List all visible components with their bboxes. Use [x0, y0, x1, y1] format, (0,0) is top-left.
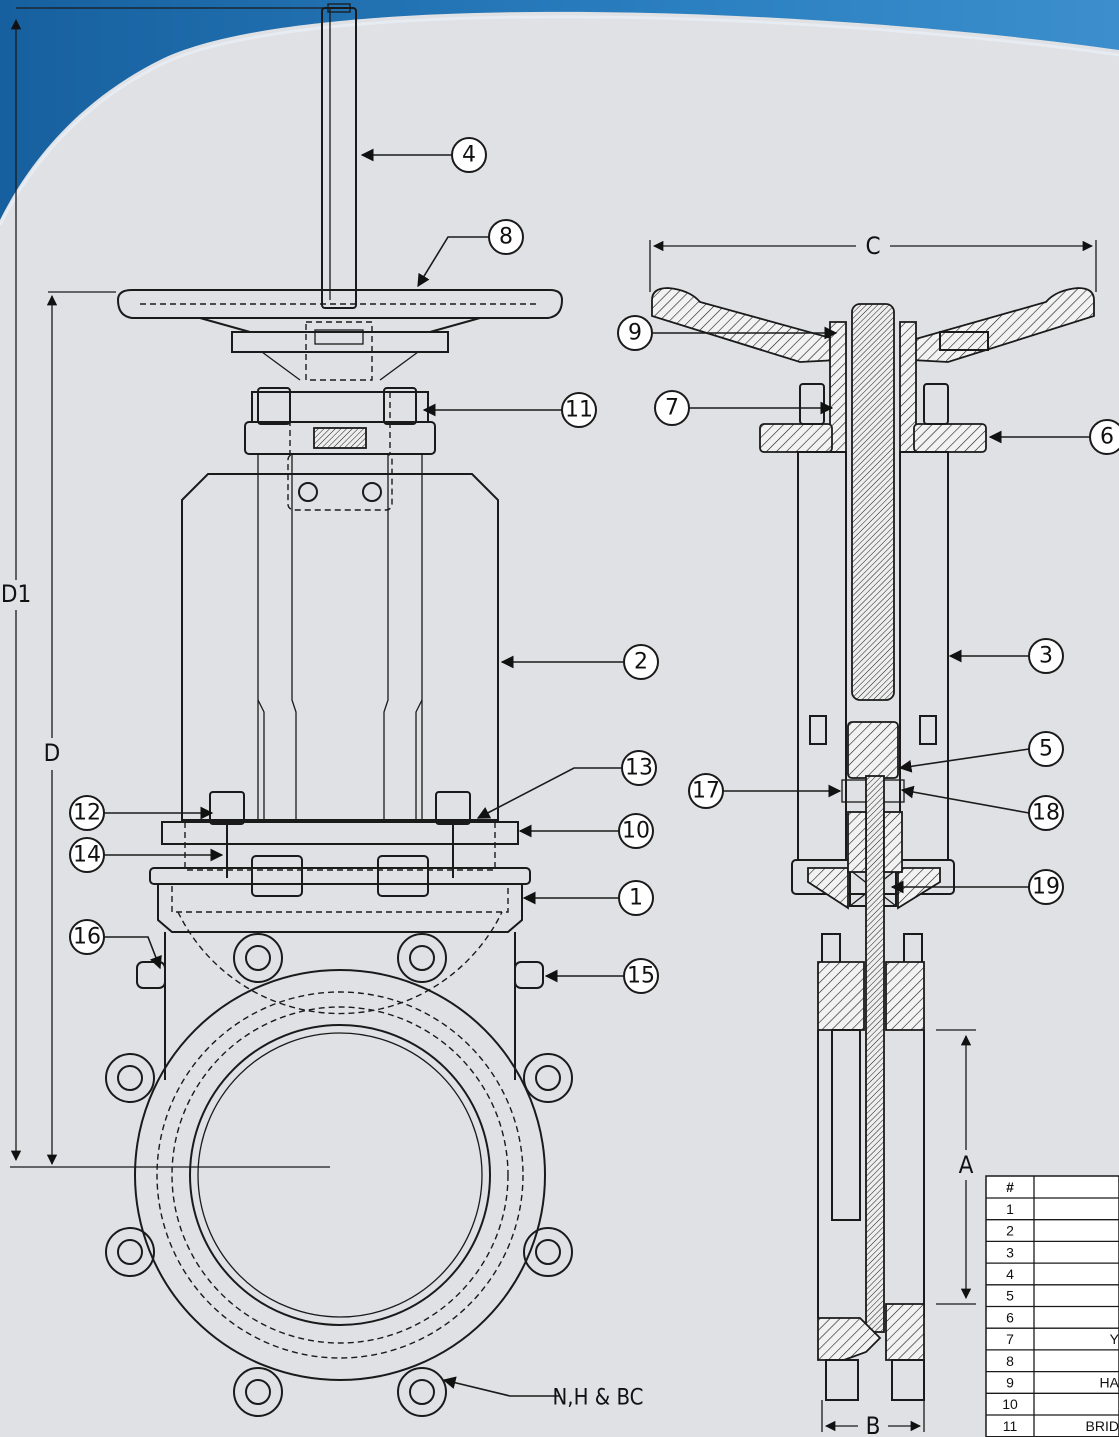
- gate: [865, 775, 885, 1333]
- dim-label-B: B: [866, 1412, 881, 1437]
- yoke: [181, 473, 499, 821]
- table-cell-name: BRID: [1086, 1418, 1119, 1434]
- callout-7: 7: [654, 390, 834, 426]
- callout-18: 18: [900, 785, 1064, 831]
- svg-text:13: 13: [625, 756, 653, 781]
- leader-nhbc: N,H & BC: [442, 1376, 644, 1411]
- svg-text:16: 16: [73, 925, 101, 950]
- svg-text:1: 1: [629, 886, 643, 911]
- table-header-num: #: [1006, 1179, 1014, 1195]
- table-cell-num: 6: [1006, 1309, 1014, 1325]
- callout-17: 17: [688, 773, 842, 809]
- callout-15: 15: [544, 958, 659, 994]
- callout-16: 16: [69, 919, 162, 970]
- dimension-D: D: [10, 291, 330, 1168]
- svg-text:14: 14: [73, 843, 101, 868]
- dimension-D1: D1: [1, 7, 330, 1162]
- callout-14: 14: [69, 837, 224, 873]
- table-cell-name: Y: [1110, 1331, 1119, 1347]
- table-cell-num: 3: [1006, 1244, 1014, 1260]
- table-cell-num: 7: [1006, 1331, 1014, 1347]
- dim-label-D: D: [44, 739, 61, 767]
- front-view: [105, 3, 573, 1417]
- svg-text:18: 18: [1032, 801, 1060, 826]
- brand-banner: [0, 0, 1119, 226]
- svg-text:10: 10: [622, 819, 650, 844]
- callout-8: 8: [417, 219, 524, 288]
- svg-text:17: 17: [692, 779, 720, 804]
- callout-19: 19: [890, 869, 1064, 905]
- dim-label-C: C: [865, 232, 880, 260]
- callout-4: 4: [360, 137, 487, 173]
- svg-text:19: 19: [1032, 875, 1060, 900]
- stem: [321, 7, 357, 309]
- threaded-stem: [851, 303, 895, 701]
- nut: [257, 387, 291, 425]
- callout-1: 1: [522, 880, 654, 916]
- callout-5: 5: [898, 731, 1064, 773]
- nut: [383, 387, 417, 425]
- svg-text:7: 7: [665, 396, 679, 421]
- callout-2: 2: [500, 644, 659, 680]
- valve-body: [157, 883, 523, 933]
- svg-text:9: 9: [628, 321, 642, 346]
- callout-3: 3: [948, 638, 1064, 674]
- svg-text:12: 12: [73, 801, 101, 826]
- callout-13: 13: [476, 750, 657, 819]
- svg-text:11: 11: [565, 398, 593, 423]
- table-cell-num: 8: [1006, 1353, 1014, 1369]
- table-cell-num: 9: [1006, 1374, 1014, 1390]
- parts-table: 1 2 3 4 5 6 7 Y 8 9 HA 10 11 BRID #: [985, 1175, 1119, 1437]
- table-cell-num: 4: [1006, 1266, 1014, 1282]
- callout-11: 11: [422, 392, 597, 428]
- svg-text:15: 15: [627, 964, 655, 989]
- svg-text:5: 5: [1039, 737, 1053, 762]
- handwheel: [116, 289, 564, 319]
- callout-9: 9: [617, 315, 838, 351]
- table-cell-num: 5: [1006, 1288, 1014, 1304]
- svg-text:6: 6: [1100, 425, 1114, 450]
- table-cell-num: 2: [1006, 1223, 1014, 1239]
- dim-label-D1: D1: [1, 580, 31, 608]
- svg-text:8: 8: [499, 225, 513, 250]
- port-bore: [189, 1024, 491, 1326]
- table-cell-num: 1: [1006, 1201, 1014, 1217]
- svg-text:2: 2: [634, 650, 648, 675]
- bolt-lugs: [105, 933, 573, 1417]
- table-cell-num: 11: [1003, 1418, 1018, 1434]
- svg-text:4: 4: [462, 143, 476, 168]
- table-cell-name: HA: [1100, 1374, 1119, 1390]
- table-cell-num: 10: [1002, 1396, 1018, 1412]
- body-lug-circle: [134, 969, 546, 1381]
- callout-6: 6: [988, 419, 1119, 455]
- dim-label-A: A: [959, 1151, 974, 1179]
- callout-12: 12: [69, 795, 214, 831]
- dim-label-nhbc: N,H & BC: [553, 1386, 644, 1411]
- callout-10: 10: [518, 813, 654, 849]
- svg-text:3: 3: [1039, 644, 1053, 669]
